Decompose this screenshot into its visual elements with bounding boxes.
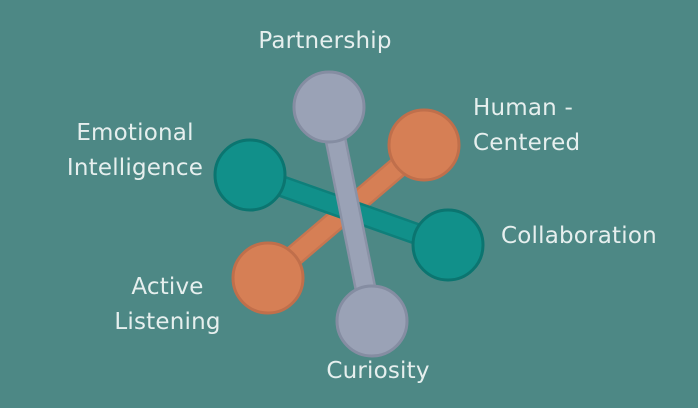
label-active-listening: Active Listening xyxy=(100,270,235,340)
label-human-centered-line2: Centered xyxy=(473,130,581,156)
label-collaboration: Collaboration xyxy=(501,219,681,254)
active-listening-node xyxy=(231,241,305,315)
label-collaboration-text: Collaboration xyxy=(501,223,657,249)
human-centered-node xyxy=(387,108,461,182)
label-curiosity-text: Curiosity xyxy=(326,358,430,384)
label-curiosity: Curiosity xyxy=(313,354,443,389)
label-partnership: Partnership xyxy=(250,24,400,59)
label-emotional-intelligence: Emotional Intelligence xyxy=(60,116,210,186)
label-emotional-line1: Emotional xyxy=(76,120,194,146)
label-human-centered: Human - Centered xyxy=(473,91,613,161)
label-emotional-line2: Intelligence xyxy=(66,155,204,181)
label-partnership-text: Partnership xyxy=(258,28,392,54)
label-human-centered-line1: Human - xyxy=(473,95,573,121)
curiosity-node xyxy=(335,284,409,358)
partnership-node xyxy=(292,70,366,144)
label-active-line2: Listening xyxy=(114,309,221,335)
label-active-line1: Active xyxy=(131,274,204,300)
gray-connector xyxy=(292,70,409,358)
collaboration-node xyxy=(411,208,485,282)
emotional-intelligence-node xyxy=(213,138,287,212)
